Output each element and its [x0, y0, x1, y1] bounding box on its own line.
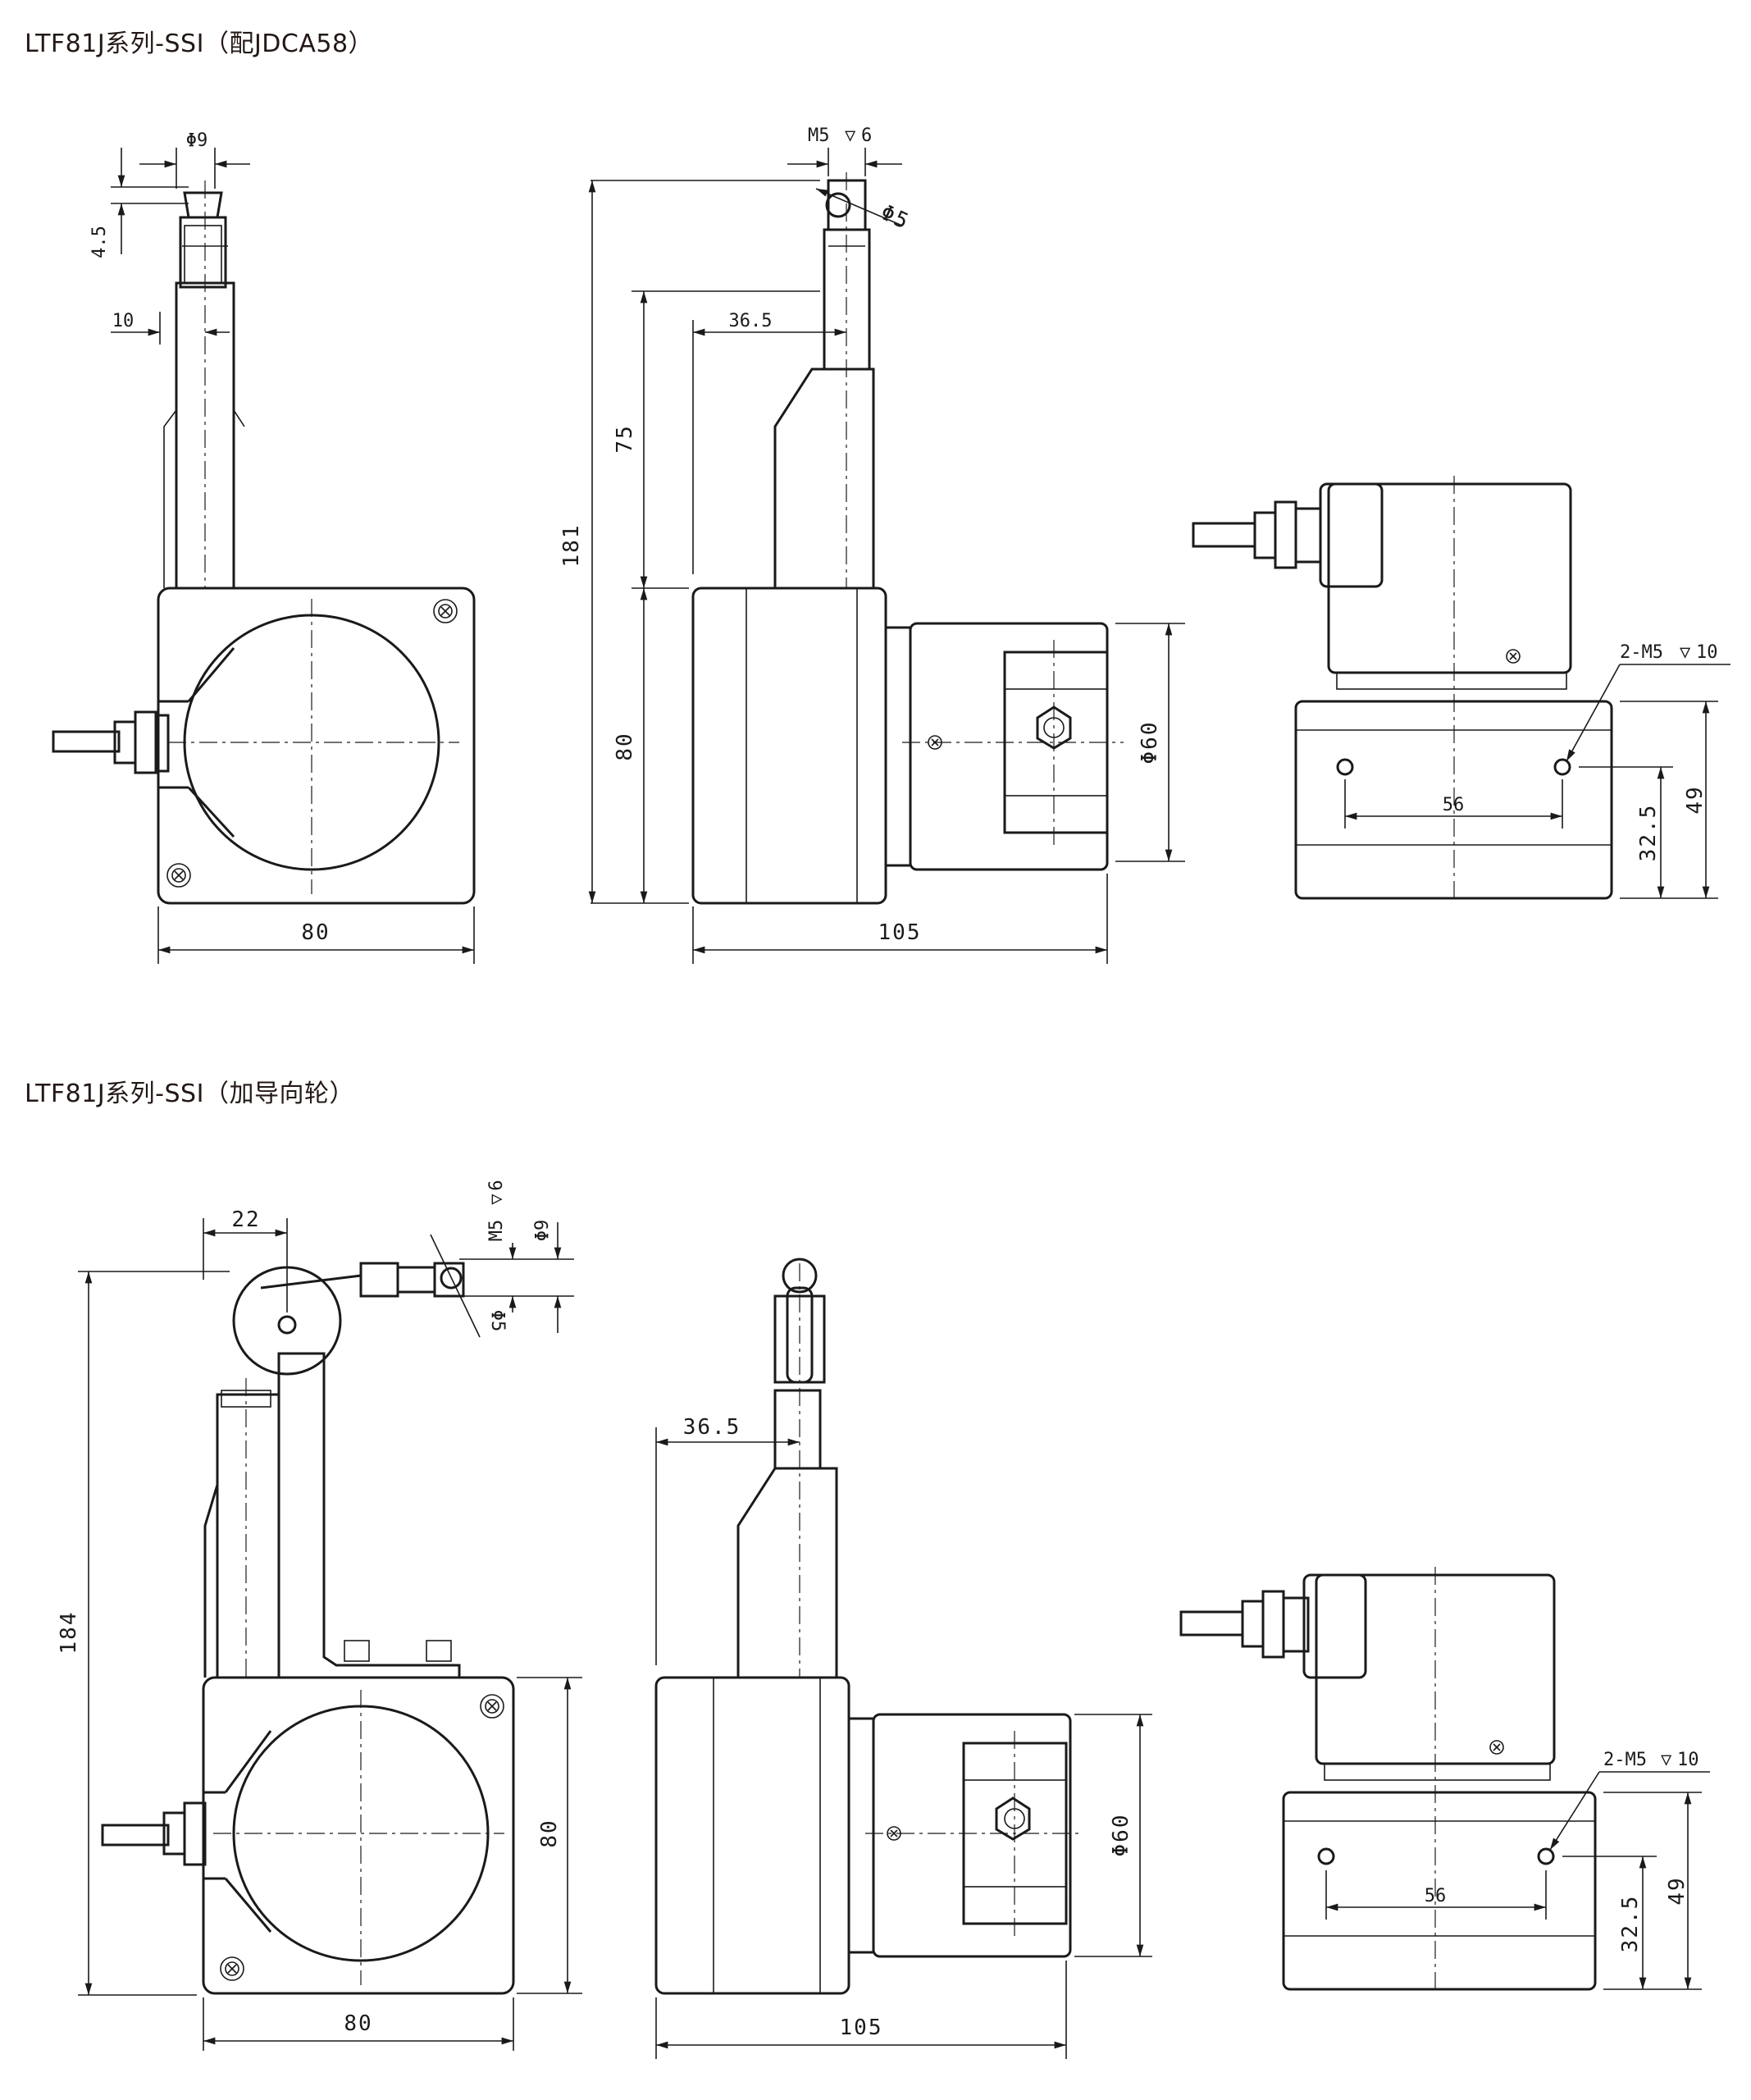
dim-side-hole: Φ5: [877, 200, 914, 235]
depth-symbol: ▽: [1680, 642, 1691, 663]
dim-front-offset: 4.5: [89, 226, 110, 258]
dim-front2-hole: Φ5: [487, 1310, 508, 1332]
dim-front2-total-h: 184: [57, 1611, 81, 1655]
dim-side-thread-depth: 6: [861, 126, 872, 146]
dim-rear2-holes-depth: 10: [1677, 1750, 1699, 1770]
side-view-2: 36.5 105 Φ60: [654, 1258, 1152, 2059]
section-title-ssi-guide-wheel: LTF81J系列-SSI（加导向轮）: [25, 1080, 354, 1108]
dim-side-enc-dia: Φ60: [1138, 721, 1162, 765]
section-title-ssi-jdca58: LTF81J系列-SSI（配JDCA58）: [25, 30, 374, 58]
dim-rear2-h1: 32.5: [1618, 1895, 1643, 1953]
dim-rear-holes-depth: 10: [1696, 642, 1718, 663]
depth-symbol: ▽: [1661, 1750, 1672, 1770]
rear-view-2: 56 49 32.5 2-M5 ▽ 10: [1179, 1567, 1710, 1991]
dim-rear2-holes: 2-M5: [1603, 1750, 1647, 1770]
dim-rear-spacing: 56: [1443, 795, 1465, 815]
front-view-1: 80 Φ9 4.5 10: [52, 130, 476, 964]
depth-symbol: ▽: [486, 1194, 507, 1205]
dim-rear-h2: 49: [1683, 785, 1708, 814]
dim-rear2-spacing: 56: [1425, 1886, 1447, 1906]
dim-side-offset: 36.5: [729, 311, 773, 331]
side-view-1: 181 75 80 36.5 M5 ▽ 6 Φ5 105 Φ60: [559, 126, 1185, 964]
dim-side2-offset: 36.5: [683, 1415, 741, 1440]
dim-rear2-h2: 49: [1665, 1876, 1689, 1905]
front-view-2: 184 80 80 22 M5 ▽ 6 Φ9 Φ5: [57, 1180, 582, 2051]
dim-side2-width: 105: [840, 2016, 883, 2040]
dim-front2-dia9: Φ9: [532, 1220, 553, 1242]
dim-side-upper-h: 75: [613, 424, 637, 453]
dim-side-total-h: 181: [559, 524, 584, 568]
dim-side-thread: M5: [808, 126, 830, 146]
dim-front2-offset22: 22: [231, 1208, 260, 1232]
dim-front-top-dia: Φ9: [186, 130, 208, 151]
rear-view-1: 56 49 32.5 2-M5 ▽ 10: [1192, 476, 1730, 900]
dim-side2-enc-dia: Φ60: [1109, 1814, 1133, 1857]
dim-rear-holes: 2-M5: [1620, 642, 1663, 663]
dim-front-width: 80: [301, 920, 330, 945]
dim-front2-width: 80: [344, 2011, 372, 2036]
dim-front2-thread-depth: 6: [486, 1180, 507, 1190]
dim-rear-h1: 32.5: [1636, 804, 1661, 862]
dim-front2-thread: M5: [486, 1220, 507, 1242]
depth-symbol: ▽: [845, 126, 856, 146]
dim-front-10: 10: [112, 311, 135, 331]
dim-front2-body-h: 80: [537, 1819, 562, 1847]
dim-side-body-h: 80: [613, 732, 637, 760]
dim-side-width: 105: [878, 920, 922, 945]
